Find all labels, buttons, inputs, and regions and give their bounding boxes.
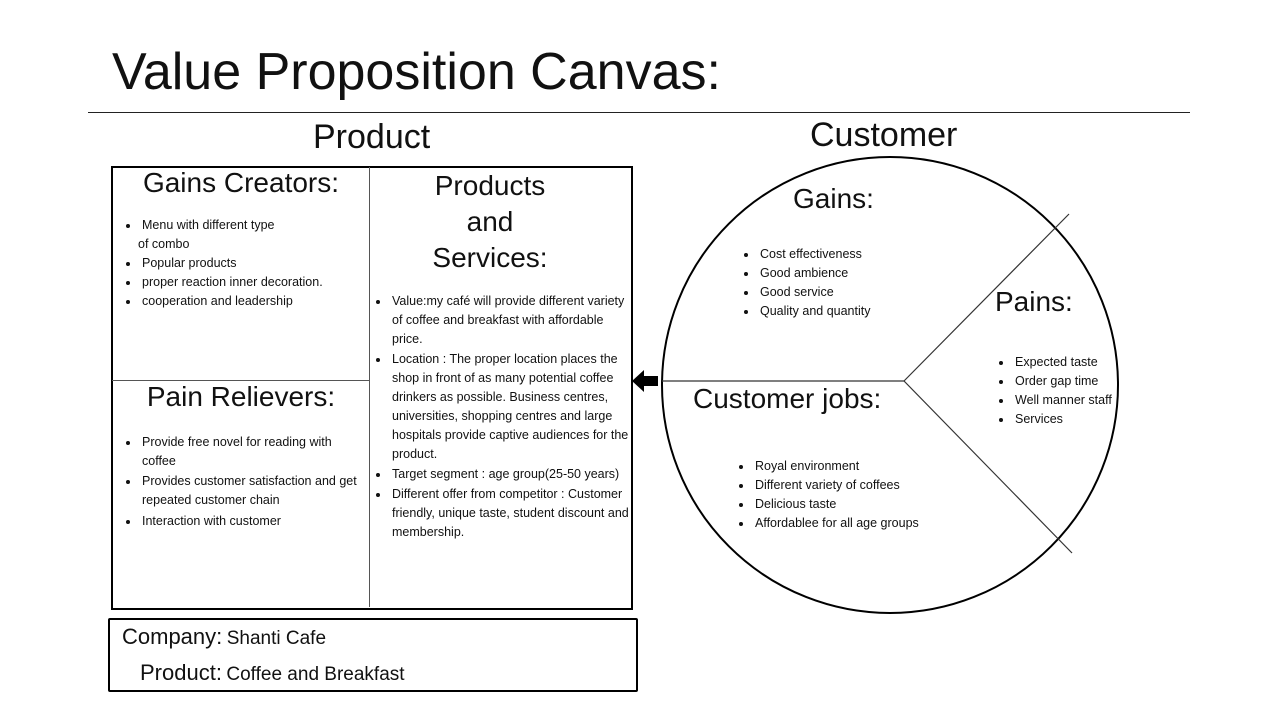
page-title: Value Proposition Canvas: [112,43,721,101]
list-item: Provides customer satisfaction and get r… [122,472,358,510]
product-square [111,166,633,610]
product-horizontal-divider [112,380,369,381]
list-item: Popular products [122,254,362,273]
list-item: Provide free novel for reading with coff… [122,433,358,471]
pain-relievers-list: Provide free novel for reading with coff… [122,433,358,532]
customer-gains-list: Cost effectiveness Good ambience Good se… [740,245,920,321]
list-item: Good ambience [740,264,920,283]
list-item: Interaction with customer [122,512,358,531]
products-services-title-line: Products [434,170,546,201]
list-item: Services [995,410,1145,429]
products-services-list: Value:my café will provide different var… [372,292,632,543]
list-item-text: cooperation and leadership [142,294,293,308]
company-info-box [108,618,638,692]
customer-circle-outline [661,156,1119,614]
product-value: Coffee and Breakfast [226,664,405,685]
customer-pains-title: Pains: [995,286,1073,317]
customer-jobs-list: Royal environment Different variety of c… [735,457,955,533]
pain-relievers-title: Pain Relievers: [146,381,336,412]
gain-creators-list: Menu with different type of combo Popula… [122,216,362,311]
list-item: Well manner staff [995,391,1145,410]
company-label: Company: [122,624,223,649]
list-item: Good service [740,283,920,302]
customer-section-label: Customer [810,116,958,154]
gain-creators-title: Gains Creators: [142,167,340,198]
product-section-label: Product [313,118,431,156]
company-value: Shanti Cafe [226,628,327,649]
list-item: Location : The proper location places th… [372,350,632,464]
products-services-title-line: Services: [432,242,548,273]
fit-arrow-icon [632,370,658,392]
list-item: Menu with different type of combo [122,216,362,254]
list-item-text: proper reaction inner decoration. [142,275,323,289]
list-item: Order gap time [995,372,1145,391]
list-item: Expected taste [995,353,1145,372]
customer-jobs-title: Customer jobs: [693,383,882,414]
products-services-title: Products and Services: [370,168,610,276]
list-item: Affordablee for all age groups [735,514,955,533]
title-divider [88,112,1190,113]
product-vertical-divider [369,167,370,607]
list-item-text: Popular products [142,256,237,270]
list-item: Cost effectiveness [740,245,920,264]
customer-circle [661,156,1119,614]
list-item-text: Menu with different type [142,218,275,232]
customer-pains-list: Expected taste Order gap time Well manne… [995,353,1145,429]
list-item-text-continued: of combo [138,237,190,251]
circle-lower-divider [903,380,1073,554]
list-item: cooperation and leadership [122,292,362,311]
product-line: Product: Coffee and Breakfast [140,660,405,686]
products-services-title-line: and [466,206,514,237]
product-label: Product: [140,660,222,685]
list-item: Royal environment [735,457,955,476]
list-item: Quality and quantity [740,302,920,321]
company-line: Company: Shanti Cafe [122,624,326,650]
list-item: Different offer from competitor : Custom… [372,485,632,542]
list-item: Value:my café will provide different var… [372,292,632,349]
list-item: proper reaction inner decoration. [122,273,362,292]
list-item: Target segment : age group(25-50 years) [372,465,632,484]
circle-upper-divider [903,213,1070,382]
customer-gains-title: Gains: [793,183,874,214]
list-item: Delicious taste [735,495,955,514]
list-item: Different variety of coffees [735,476,955,495]
